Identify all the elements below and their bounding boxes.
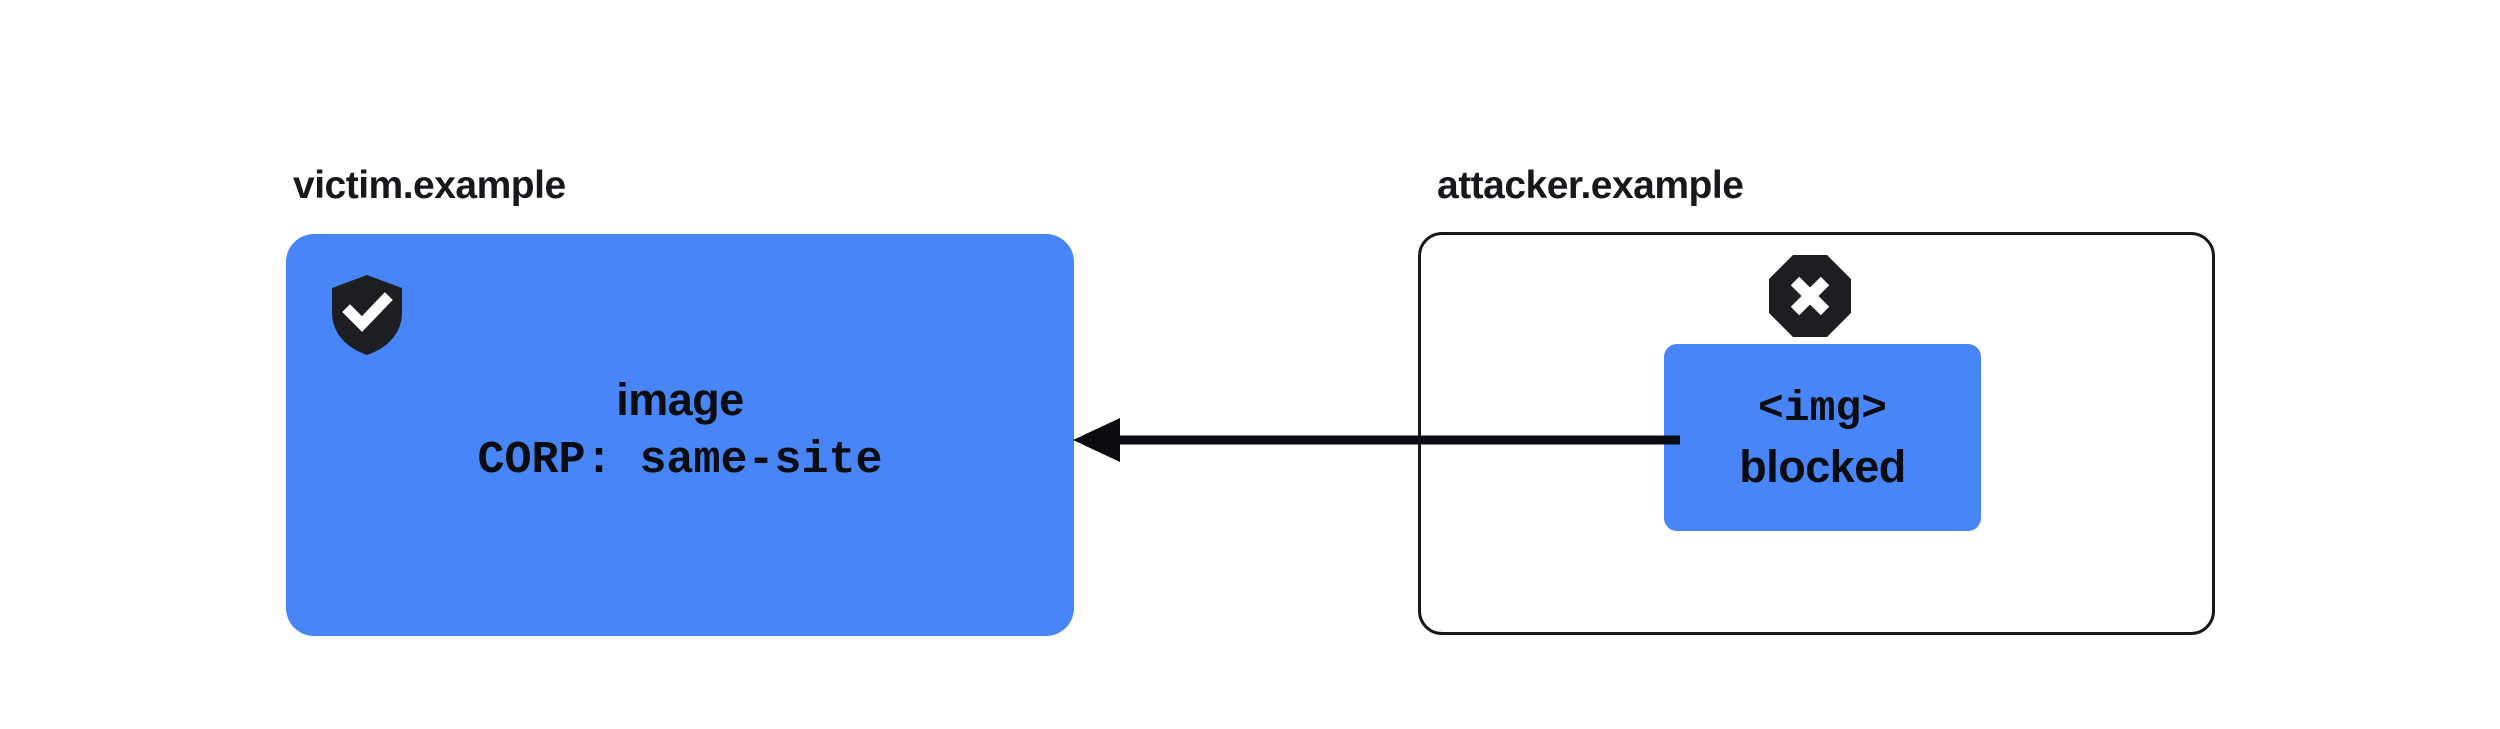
octagon-x-icon bbox=[1768, 254, 1852, 338]
victim-resource-text: image CORP: same-site bbox=[286, 370, 1074, 492]
attacker-origin-box: <img> blocked bbox=[1418, 232, 2215, 635]
victim-corp-header: CORP: same-site bbox=[477, 435, 883, 486]
victim-origin-box: image CORP: same-site bbox=[286, 234, 1074, 636]
shield-check-icon bbox=[330, 274, 404, 356]
attacker-domain-label: attacker.example bbox=[1437, 164, 1744, 207]
victim-domain-label: victim.example bbox=[293, 164, 566, 207]
img-blocked-status: blocked bbox=[1739, 440, 1906, 492]
img-tag-text: <img> bbox=[1757, 383, 1888, 433]
victim-resource-name: image bbox=[616, 374, 744, 425]
attacker-img-embed-card: <img> blocked bbox=[1664, 344, 1981, 531]
